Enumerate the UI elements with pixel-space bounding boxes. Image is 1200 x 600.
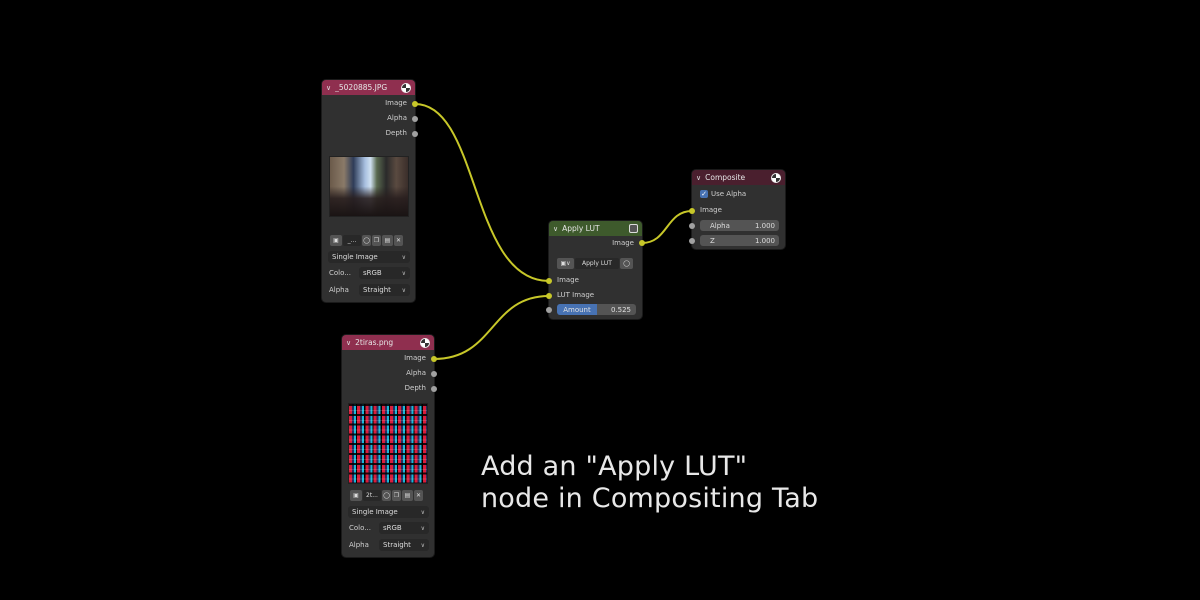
z-label: Z (710, 236, 715, 245)
z-value-field[interactable]: Z 1.000 (700, 235, 779, 246)
alpha-label: Alpha (710, 221, 730, 230)
chevron-down-icon: ∨ (401, 286, 406, 294)
duplicate-icon[interactable]: ❐ (372, 235, 381, 246)
output-socket-image[interactable] (412, 101, 418, 107)
alpha-mode-label: Alpha (349, 541, 369, 549)
source-value: Single Image (332, 253, 378, 261)
amount-slider[interactable]: Amount 0.525 (557, 304, 636, 315)
alpha-value-field[interactable]: Alpha 1.000 (700, 220, 779, 231)
link-image1-to-lut-image (414, 103, 550, 282)
preview-toggle-icon[interactable] (771, 172, 781, 183)
unlink-close-icon[interactable]: ✕ (394, 235, 403, 246)
input-socket-alpha[interactable] (689, 223, 695, 229)
alpha-mode-value: Straight (363, 286, 391, 294)
chevron-down-icon: ∨ (420, 524, 425, 532)
link-image2-to-lut-lutimage (433, 295, 550, 360)
output-socket-depth[interactable] (412, 131, 418, 137)
output-label-alpha: Alpha (387, 114, 407, 122)
output-socket-alpha[interactable] (431, 371, 437, 377)
chevron-down-icon: ∨ (401, 269, 406, 277)
image-name-field[interactable]: _... (343, 235, 361, 246)
color-space-dropdown[interactable]: sRGB ∨ (379, 522, 429, 534)
preview-toggle-icon[interactable] (420, 337, 430, 348)
collapse-chevron-icon[interactable]: ∨ (696, 173, 702, 182)
collapse-chevron-icon[interactable]: ∨ (326, 83, 332, 92)
input-label-lut-image: LUT Image (557, 291, 595, 299)
output-label-image: Image (385, 99, 407, 107)
node-title: Composite (705, 173, 746, 182)
image-preview (329, 156, 409, 217)
unlink-close-icon[interactable]: ✕ (414, 490, 423, 501)
alpha-mode-dropdown[interactable]: Straight ∨ (359, 284, 410, 296)
collapse-chevron-icon[interactable]: ∨ (553, 224, 559, 233)
lut-image-preview (348, 403, 428, 484)
caption-line-2: node in Compositing Tab (481, 483, 819, 514)
source-value: Single Image (352, 508, 398, 516)
use-alpha-checkbox[interactable]: ✓ (700, 190, 708, 198)
output-socket-image[interactable] (639, 240, 645, 246)
image-node-2[interactable]: ∨ 2tiras.png Image Alpha Depth ▣ 2t... ◯… (342, 335, 437, 557)
chevron-down-icon: ∨ (420, 541, 425, 549)
amount-value: 0.525 (597, 304, 636, 315)
color-space-value: sRGB (383, 524, 402, 532)
z-value: 1.000 (754, 236, 775, 245)
input-socket-image[interactable] (689, 208, 695, 214)
output-socket-alpha[interactable] (412, 116, 418, 122)
open-folder-icon[interactable]: ▤ (382, 235, 393, 246)
node-title: Apply LUT (562, 224, 600, 233)
alpha-mode-value: Straight (383, 541, 411, 549)
node-group-name-field[interactable]: Apply LUT (575, 258, 619, 269)
caption-line-1: Add an "Apply LUT" (481, 451, 748, 482)
input-socket-amount[interactable] (546, 307, 552, 313)
composite-node[interactable]: ∨ Composite ✓ Use Alpha Image Alpha 1.00… (689, 170, 785, 249)
chevron-down-icon: ∨ (401, 253, 406, 261)
input-socket-lut-image[interactable] (546, 293, 552, 299)
collapse-chevron-icon[interactable]: ∨ (346, 338, 352, 347)
input-socket-image[interactable] (546, 278, 552, 284)
input-label-image: Image (700, 206, 722, 214)
node-header[interactable]: ∨ _5020885.JPG (322, 80, 415, 95)
apply-lut-node[interactable]: ∨ Apply LUT Image ▣∨ Apply LUT ◯ Image L… (546, 221, 645, 319)
node-header[interactable]: ∨ Composite (692, 170, 785, 185)
amount-label: Amount (557, 304, 597, 315)
output-socket-depth[interactable] (431, 386, 437, 392)
alpha-mode-dropdown[interactable]: Straight ∨ (379, 539, 429, 551)
image-browse-icon[interactable]: ▣ (350, 490, 362, 501)
alpha-value: 1.000 (754, 221, 775, 230)
fake-user-shield-icon[interactable]: ◯ (620, 258, 633, 269)
chevron-down-icon: ∨ (420, 508, 425, 516)
source-dropdown[interactable]: Single Image ∨ (348, 506, 429, 518)
node-header[interactable]: ∨ Apply LUT (549, 221, 642, 236)
fake-user-shield-icon[interactable]: ◯ (382, 490, 391, 501)
alpha-mode-label: Alpha (329, 286, 349, 294)
output-label-alpha: Alpha (406, 369, 426, 377)
source-dropdown[interactable]: Single Image ∨ (328, 251, 410, 263)
image-name-field[interactable]: 2t... (363, 490, 381, 501)
duplicate-icon[interactable]: ❐ (392, 490, 401, 501)
node-group-browse-icon[interactable]: ▣∨ (557, 258, 574, 269)
input-label-image: Image (557, 276, 579, 284)
image-node-1[interactable]: ∨ _5020885.JPG Image Alpha Depth ▣ _... … (322, 80, 418, 302)
use-alpha-label: Use Alpha (711, 190, 747, 198)
color-space-label: Colo... (349, 524, 371, 532)
output-socket-image[interactable] (431, 356, 437, 362)
color-space-label: Colo... (329, 269, 351, 277)
color-space-value: sRGB (363, 269, 382, 277)
node-title: _5020885.JPG (335, 83, 388, 92)
output-label-depth: Depth (385, 129, 407, 137)
node-group-icon[interactable] (629, 224, 638, 233)
output-label-image: Image (612, 239, 634, 247)
color-space-dropdown[interactable]: sRGB ∨ (359, 267, 410, 279)
node-title: 2tiras.png (355, 338, 394, 347)
image-browse-icon[interactable]: ▣ (330, 235, 342, 246)
link-lut-to-composite (641, 210, 693, 244)
preview-toggle-icon[interactable] (401, 82, 411, 93)
open-folder-icon[interactable]: ▤ (402, 490, 413, 501)
node-header[interactable]: ∨ 2tiras.png (342, 335, 434, 350)
tutorial-caption: Add an "Apply LUT" node in Compositing T… (481, 451, 818, 515)
output-label-depth: Depth (404, 384, 426, 392)
fake-user-shield-icon[interactable]: ◯ (362, 235, 371, 246)
input-socket-z[interactable] (689, 238, 695, 244)
output-label-image: Image (404, 354, 426, 362)
